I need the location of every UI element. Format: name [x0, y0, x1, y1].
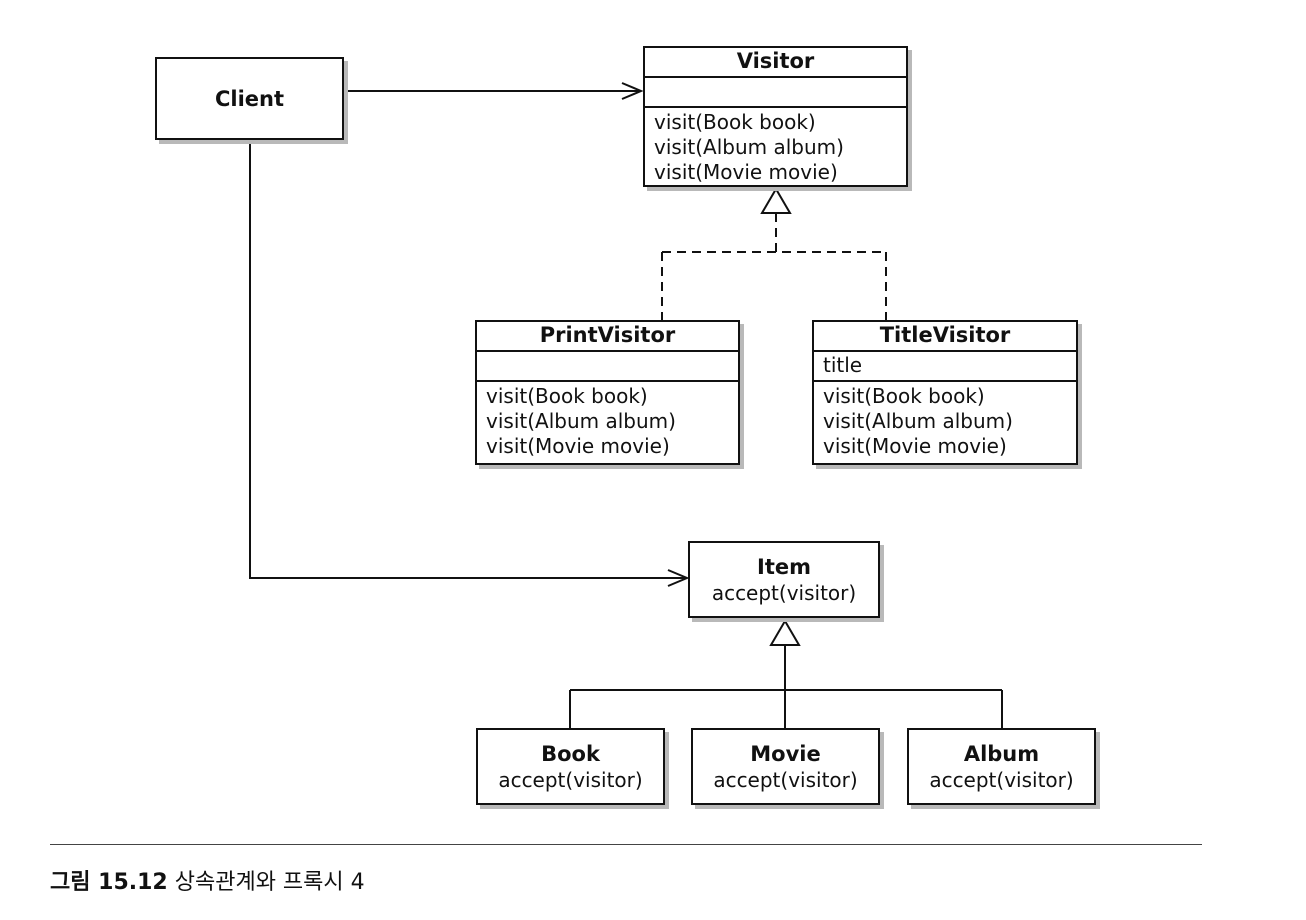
visitor-operations: visit(Book book) visit(Album album) visi… [645, 108, 906, 185]
visitor-operation: visit(Movie movie) [654, 160, 838, 184]
print-visitor-operation: visit(Album album) [486, 409, 676, 433]
client-name: Client [214, 86, 285, 111]
print-visitor-attributes [477, 352, 738, 382]
visitor-name: Visitor [645, 48, 906, 78]
client-to-visitor-arrowhead [621, 82, 644, 100]
item-class: Item accept(visitor) [688, 541, 880, 618]
item-operation: accept(visitor) [711, 580, 857, 605]
book-name: Book [541, 741, 600, 766]
print-visitor-operations: visit(Book book) visit(Album album) visi… [477, 382, 738, 459]
title-visitor-attribute: title [814, 352, 1076, 382]
title-visitor-name: TitleVisitor [814, 322, 1076, 352]
album-class: Album accept(visitor) [907, 728, 1096, 805]
client-class: Client [155, 57, 344, 140]
print-visitor-name: PrintVisitor [477, 322, 738, 352]
book-operation: accept(visitor) [498, 767, 643, 792]
visitor-attributes [645, 78, 906, 108]
album-operation: accept(visitor) [929, 767, 1074, 792]
visitor-operation: visit(Book book) [654, 110, 816, 134]
client-to-item-arrowhead [667, 569, 690, 587]
client-to-item-association [249, 139, 686, 579]
item-generalization-triangle [769, 619, 801, 646]
visitor-operation: visit(Album album) [654, 135, 844, 159]
album-name: Album [963, 741, 1040, 766]
print-visitor-operation: visit(Movie movie) [486, 434, 670, 458]
title-visitor-operations: visit(Book book) visit(Album album) visi… [814, 382, 1076, 459]
book-class: Book accept(visitor) [476, 728, 665, 805]
item-name: Item [757, 554, 811, 579]
movie-name: Movie [750, 741, 821, 766]
title-visitor-operation: visit(Movie movie) [823, 434, 1007, 458]
title-visitor-operation: visit(Album album) [823, 409, 1013, 433]
visitor-realization-triangle [760, 187, 792, 214]
print-visitor-class: PrintVisitor visit(Book book) visit(Albu… [475, 320, 740, 465]
title-visitor-operation: visit(Book book) [823, 384, 985, 408]
figure-label: 그림 15.12 [50, 870, 168, 895]
caption-divider [50, 844, 1202, 845]
movie-operation: accept(visitor) [713, 767, 858, 792]
title-visitor-class: TitleVisitor title visit(Book book) visi… [812, 320, 1078, 465]
movie-class: Movie accept(visitor) [691, 728, 880, 805]
figure-caption-text: 상속관계와 프록시 4 [174, 870, 365, 895]
figure-caption: 그림 15.12 상속관계와 프록시 4 [50, 864, 365, 896]
visitor-class: Visitor visit(Book book) visit(Album alb… [643, 46, 908, 187]
print-visitor-operation: visit(Book book) [486, 384, 648, 408]
